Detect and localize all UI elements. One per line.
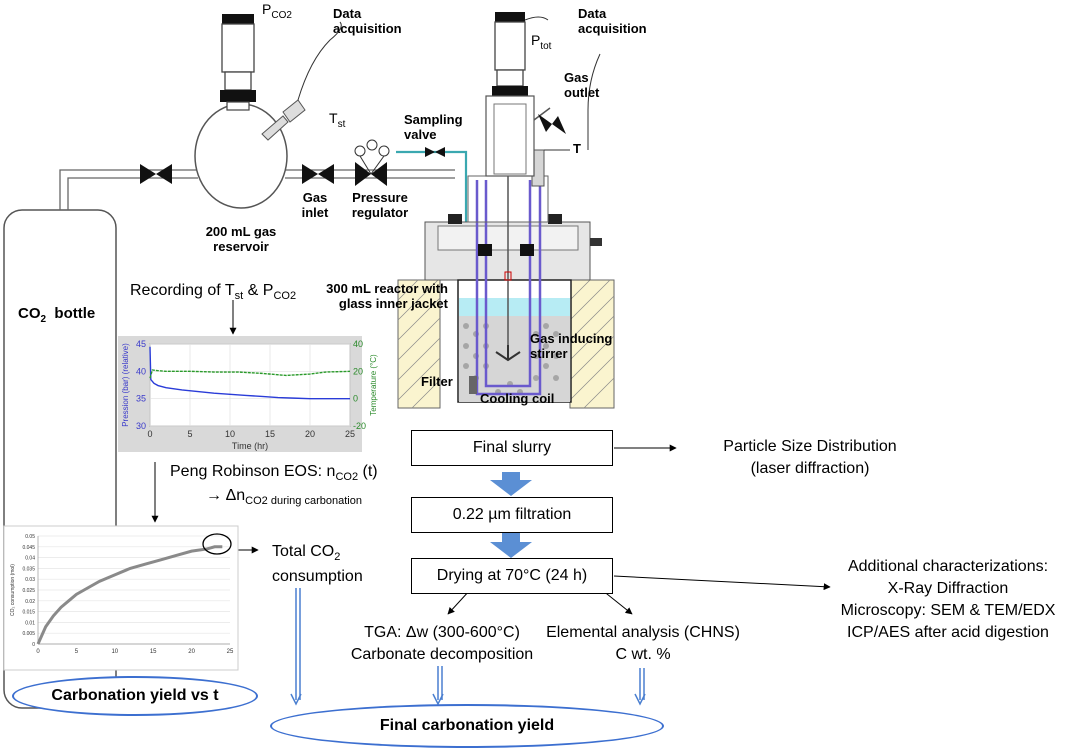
- pt-chart: 0 5 10 15 20 25 30 35 40 45 -20 0 20 40 Time (hr) P…: [118, 336, 378, 452]
- elemental-label: Elemental analysis (CHNS)C wt. %: [546, 624, 740, 663]
- co2-chart-ytick: 0.04: [25, 556, 35, 562]
- process-arrows: [490, 472, 532, 558]
- pressure-series: [149, 346, 350, 400]
- filter-label: Filter: [421, 374, 453, 389]
- gas-reservoir: [194, 14, 342, 209]
- highlight-circle: [202, 533, 232, 555]
- tga-label: TGA: Δw (300-600°C)Carbonate decompositi…: [350, 624, 534, 663]
- pt-chart-xtick: 5: [187, 429, 192, 439]
- pt-chart-y2tick: 20: [353, 366, 363, 376]
- co2-chart-ylabel: CO₂ consumption (mol): [10, 564, 16, 616]
- data-acquisition-label-1: Data acquisition: [333, 6, 402, 36]
- data-cable: [587, 53, 601, 150]
- co2-chart-ytick: 0: [32, 642, 35, 648]
- carbonation-yield-vs-t-oval: Carbonation yield vs t: [12, 676, 258, 716]
- valve-1: [140, 164, 172, 184]
- gas-inlet-valve: [302, 164, 334, 184]
- pt-chart-y2label: Temperature (°C): [369, 354, 378, 416]
- reactor: [397, 130, 615, 409]
- pressure-regulator: [354, 139, 390, 186]
- pt-chart-ytick: 45: [136, 339, 146, 349]
- psd-label: Particle Size Distribution(laser diffrac…: [723, 438, 897, 477]
- pt-chart-xtick: 0: [147, 429, 152, 439]
- co2-chart-ytick: 0.015: [22, 610, 35, 616]
- pt-chart-xtick: 15: [265, 429, 275, 439]
- pt-chart-xtick: 20: [305, 429, 315, 439]
- co2-chart: 0 5 10 15 20 25 0 0.005 0.01 0.015 0.02 0.025 0.03 0…: [3, 525, 239, 671]
- co2-chart-ytick: 0.035: [22, 566, 35, 572]
- gas-outlet-valve: [538, 114, 566, 134]
- co2-chart-ytick: 0.045: [22, 545, 35, 551]
- pt-chart-xtick: 10: [225, 429, 235, 439]
- pt-chart-ytick: 35: [136, 394, 146, 404]
- drying-box: Drying at 70°C (24 h): [411, 558, 613, 594]
- peng-robinson-label: Peng Robinson EOS: nCO2 (t): [170, 463, 378, 484]
- reactor-label: 300 mL reactor with glass inner jacket: [326, 281, 448, 311]
- co2-chart-xtick: 10: [111, 649, 118, 655]
- gas-outlet-label: Gas outlet: [564, 70, 600, 100]
- co2-chart-ytick: 0.005: [22, 631, 35, 637]
- co2-chart-xtick: 25: [227, 649, 234, 655]
- pt-chart-xtick: 25: [345, 429, 355, 439]
- pt-chart-xlabel: Time (hr): [232, 441, 268, 451]
- co2-chart-ytick: 0.01: [25, 620, 35, 626]
- pt-chart-ytick: 30: [136, 421, 146, 431]
- reservoir-label: 200 mL gas reservoir: [205, 224, 277, 254]
- pt-chart-y2tick: -20: [353, 421, 366, 431]
- pressure-regulator-label: Pressure regulator: [351, 190, 409, 220]
- co2-chart-ytick: 0.025: [22, 588, 35, 594]
- co2-consumption-series: [36, 545, 223, 645]
- pt-chart-ytick: 40: [136, 366, 146, 376]
- co2-bottle-label: CO2 bottle: [18, 305, 96, 325]
- gas-inlet-label: Gas inlet: [301, 190, 329, 220]
- co2-chart-ytick: 0.02: [25, 599, 35, 605]
- additional-label: Additional characterizations: X-Ray Diff…: [840, 558, 1056, 641]
- final-carbonation-yield-oval: Final carbonation yield: [270, 704, 664, 748]
- co2-chart-xtick: 15: [150, 649, 157, 655]
- co2-chart-xtick: 0: [36, 649, 40, 655]
- co2-chart-xtick: 5: [75, 649, 79, 655]
- final-slurry-box: Final slurry: [411, 430, 613, 466]
- gas-line: [59, 169, 455, 210]
- data-acquisition-label-2: Data acquisition: [578, 6, 647, 36]
- yield-arrows: [290, 588, 646, 706]
- cooling-coil-label: Cooling coil: [480, 391, 555, 406]
- tst-label: Tst: [329, 110, 346, 130]
- sampling-valve-label: Sampling valve: [404, 112, 463, 142]
- pt-chart-y2tick: 40: [353, 339, 363, 349]
- temperature-series: [149, 369, 351, 379]
- filtration-box: 0.22 µm filtration: [411, 497, 613, 533]
- ptot-label: Ptot: [531, 32, 552, 52]
- reactor-t-label: T: [573, 141, 581, 156]
- co2-chart-xtick: 20: [188, 649, 195, 655]
- delta-n-label: → ΔnCO2 during carbonation: [206, 487, 362, 508]
- pt-chart-y2tick: 0: [353, 394, 358, 404]
- stirrer-label: Gas inducing stirrer: [530, 331, 613, 361]
- recording-label: Recording of Tst & PCO2: [130, 282, 297, 303]
- co2-chart-ytick: 0.05: [25, 534, 35, 540]
- ptot-gauge: [485, 12, 551, 177]
- pco2-label: PCO2: [262, 1, 292, 21]
- co2-chart-ytick: 0.03: [25, 577, 35, 583]
- pt-chart-ylabel: Pression (bar) (relative): [121, 343, 130, 427]
